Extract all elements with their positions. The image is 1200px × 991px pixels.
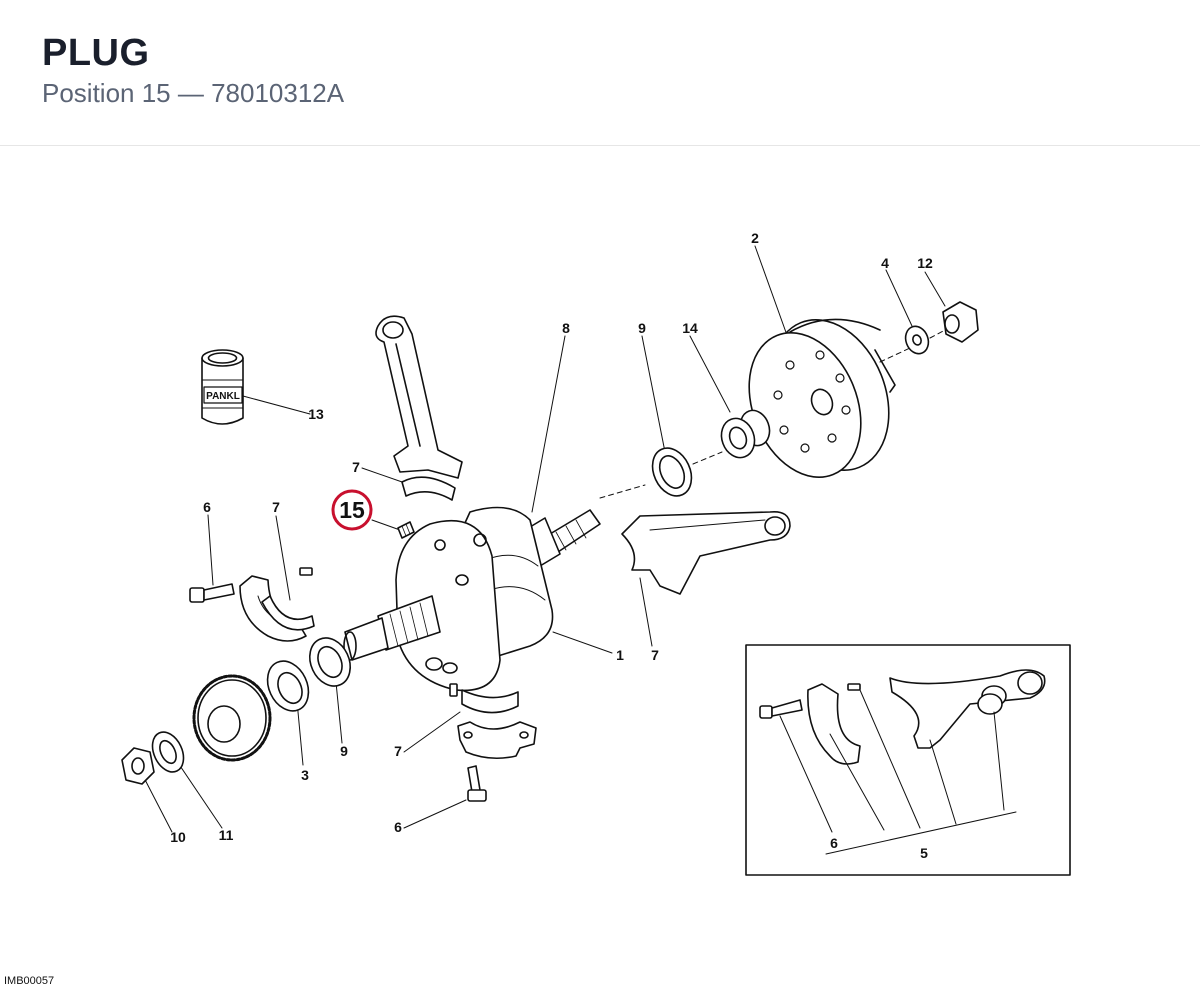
callout-7-upper: 7	[352, 459, 360, 475]
inset-assembly	[745, 644, 1071, 876]
washer-9-upper	[651, 447, 693, 497]
inset-callout-6: 6	[830, 835, 838, 851]
callout-12: 12	[917, 255, 933, 271]
callout-11: 11	[219, 827, 234, 843]
diagram-drawing: 15 PANKL 1 2 3 4 6 6 7 7 7 7 8 9 9 10 11…	[121, 230, 1071, 876]
leader-lines	[139, 245, 946, 833]
highlight-ring	[331, 489, 373, 531]
page-subtitle: Position 15 — 78010312A	[42, 78, 345, 108]
callout-10: 10	[170, 829, 186, 845]
callout-7-lower: 7	[394, 743, 402, 759]
callout-1: 1	[616, 647, 624, 663]
nut-12	[942, 301, 979, 343]
callout-7-right: 7	[651, 647, 659, 663]
flywheel-2	[748, 318, 896, 479]
callout-2: 2	[751, 230, 759, 246]
crankshaft-1	[343, 506, 601, 692]
bushing-14	[720, 409, 771, 459]
callout-8: 8	[562, 320, 570, 336]
callout-7-left: 7	[272, 499, 280, 515]
pankl-label: PANKL	[206, 391, 240, 402]
bolt-6-left	[189, 583, 235, 603]
washer-9-lower	[308, 637, 352, 687]
callout-3: 3	[301, 767, 309, 783]
connecting-rod-upper	[375, 315, 463, 501]
inset-callout-5: 5	[920, 845, 928, 861]
bolt-6-lower	[467, 765, 487, 802]
callout-6-lower: 6	[394, 819, 402, 835]
exploded-diagram: 15 PANKL 1 2 3 4 6 6 7 7 7 7 8 9 9 10 11…	[0, 146, 1200, 991]
callout-4: 4	[881, 255, 889, 271]
connecting-rod-right	[621, 510, 791, 595]
callout-15-highlighted: 15	[339, 497, 365, 523]
plug-15	[397, 521, 415, 539]
callout-9-upper: 9	[638, 320, 646, 336]
callout-9-lower: 9	[340, 743, 348, 759]
washer-4	[904, 325, 930, 355]
bearing-shell-7-left	[261, 595, 315, 631]
dowel-pin-left	[299, 567, 313, 576]
bearing-can-13	[201, 349, 244, 425]
callout-6-left: 6	[203, 499, 211, 515]
nut-10	[121, 747, 155, 785]
page-title: PLUG	[42, 32, 150, 74]
rod-cap-lower	[457, 721, 537, 760]
washer-11	[151, 731, 185, 773]
image-code: IMB00057	[4, 975, 55, 987]
page-header: PLUG Position 15 — 78010312A	[0, 0, 1200, 146]
callout-13: 13	[308, 406, 324, 422]
bearing-shell-7-lower	[461, 689, 519, 714]
gear	[192, 674, 272, 762]
bearing-3	[266, 660, 310, 712]
callout-14: 14	[682, 320, 698, 336]
dowel-pin-center	[449, 683, 458, 697]
